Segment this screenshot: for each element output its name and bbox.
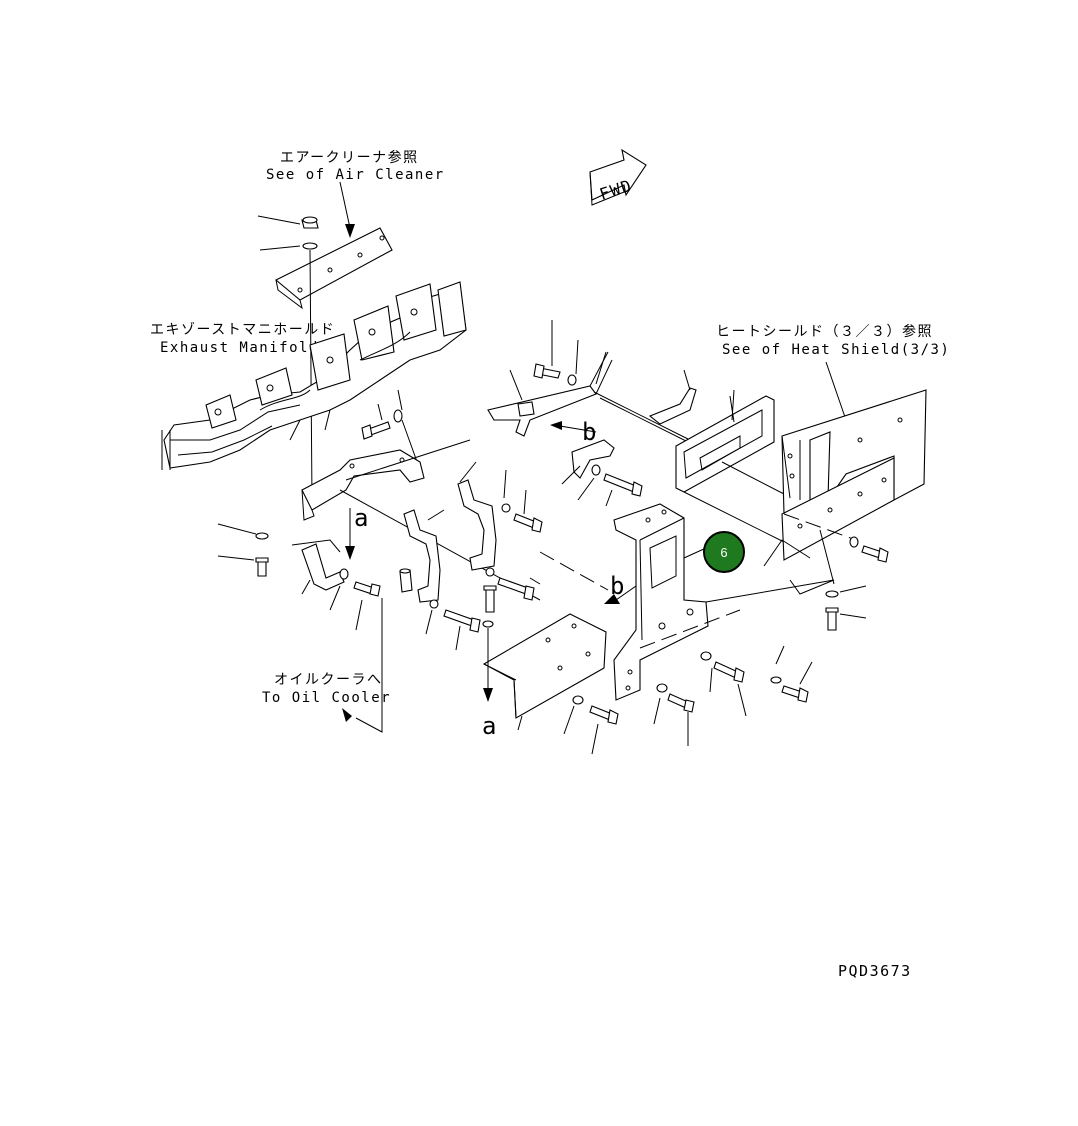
bolt-icon [667, 693, 695, 713]
callout-6-number[interactable]: 6 [720, 545, 727, 560]
leader-lines [839, 585, 867, 619]
fwd-arrow-icon: FWD [589, 148, 647, 206]
bolt-icon [589, 705, 619, 725]
leader-lines [425, 509, 461, 651]
callout-6-circle[interactable] [703, 531, 745, 573]
spacer-icon [399, 568, 413, 593]
bolt-icon [497, 577, 535, 601]
pipe-clamp [403, 509, 441, 603]
washer-icon [393, 409, 403, 423]
bolt-icon [361, 421, 391, 440]
air-cleaner-label-en: See of Air Cleaner [266, 167, 445, 183]
bolt-icon [861, 545, 889, 563]
exhaust-label-jp: エキゾーストマニホールド [150, 322, 335, 338]
leader-lines [653, 645, 813, 746]
washer-icon [302, 242, 318, 250]
spring-clip [571, 439, 615, 479]
washer-icon [429, 599, 439, 609]
leader-lines [517, 705, 599, 755]
air-cleaner-leader [339, 181, 351, 229]
shield-mount-frame [675, 389, 775, 493]
washer-icon [770, 676, 782, 684]
air-cleaner-arrowhead [345, 224, 355, 238]
ref-a-top-arrowhead [345, 546, 355, 560]
ref-a-bottom: a [482, 712, 496, 740]
oil-cooler-leader [355, 598, 383, 733]
ref-b-bottom-line [615, 585, 637, 601]
washer-icon [567, 374, 577, 386]
washer-icon [482, 620, 494, 628]
ref-b-bottom: b [610, 572, 624, 600]
dashed-line [783, 513, 857, 541]
washer-icon [591, 464, 601, 476]
heat-shield-lower-plate [781, 457, 895, 561]
leader-lines [217, 523, 363, 631]
bolt-icon [443, 609, 481, 633]
heat-shield-label-jp: ヒートシールド（３／３）参照 [716, 323, 933, 340]
ref-b-top: b [582, 418, 596, 446]
washer-icon [572, 695, 584, 705]
washer-icon [501, 503, 511, 513]
oil-cooler-label-en: To Oil Cooler [262, 690, 391, 706]
heat-shield-leader [825, 361, 847, 421]
air-cleaner-label-jp: エアークリーナ参照 [280, 149, 419, 166]
washer-icon [255, 532, 269, 540]
dashed-line [639, 609, 741, 649]
washer-icon [825, 590, 839, 598]
washer-icon [656, 683, 668, 693]
ref-b-top-arrowhead [550, 421, 562, 430]
exhaust-manifold [161, 281, 467, 470]
mount-lines [763, 529, 835, 585]
leader-lines [509, 320, 607, 401]
bolt-icon [603, 473, 643, 497]
mount-lines [593, 391, 701, 449]
bolt-icon [781, 685, 809, 703]
dashed-line [539, 551, 609, 591]
washer-icon [700, 651, 712, 661]
bolt-icon [255, 557, 269, 577]
oil-cooler-arrowhead [342, 708, 352, 722]
leader-lines [257, 215, 301, 251]
washer-icon [849, 536, 859, 548]
exhaust-label-en: Exhaust Manifold [160, 340, 319, 356]
small-bracket [648, 387, 697, 425]
heat-shield-label-en: See of Heat Shield(3/3) [722, 342, 950, 358]
air-cleaner-bracket [275, 227, 393, 310]
washer-icon [485, 567, 495, 577]
upper-strap-bracket [487, 351, 613, 437]
drawing-code: PQD3673 [838, 962, 912, 980]
oil-cooler-label-jp: オイルクーラへ [274, 672, 383, 688]
pipe-clamp [457, 479, 497, 571]
callout-6[interactable]: 6 [703, 531, 745, 573]
bolt-icon [513, 513, 543, 533]
ref-b-bottom-arrowhead [604, 594, 620, 604]
bolt-icon [825, 607, 839, 631]
nut-icon [301, 216, 319, 229]
leader-lines [459, 461, 541, 585]
bolt-icon [483, 585, 497, 613]
ref-b-top-line [559, 425, 597, 433]
ref-a-bottom-arrowhead [483, 688, 493, 702]
bolt-icon [533, 363, 561, 379]
washer-icon [339, 568, 349, 580]
mount-lines [705, 579, 835, 603]
leader-lines [561, 465, 613, 507]
lower-heat-plate [482, 613, 607, 719]
nut-icon [517, 401, 535, 417]
support-bracket-item-6 [613, 503, 709, 701]
leader-lines [683, 369, 691, 391]
leader-lines [291, 539, 341, 553]
bolt-icon [353, 581, 381, 597]
callout-6-leader [683, 547, 707, 559]
mount-lines [683, 461, 785, 543]
bolt-icon [713, 661, 745, 683]
ref-a-top: a [354, 504, 368, 532]
vertical-axis-line [309, 249, 313, 501]
